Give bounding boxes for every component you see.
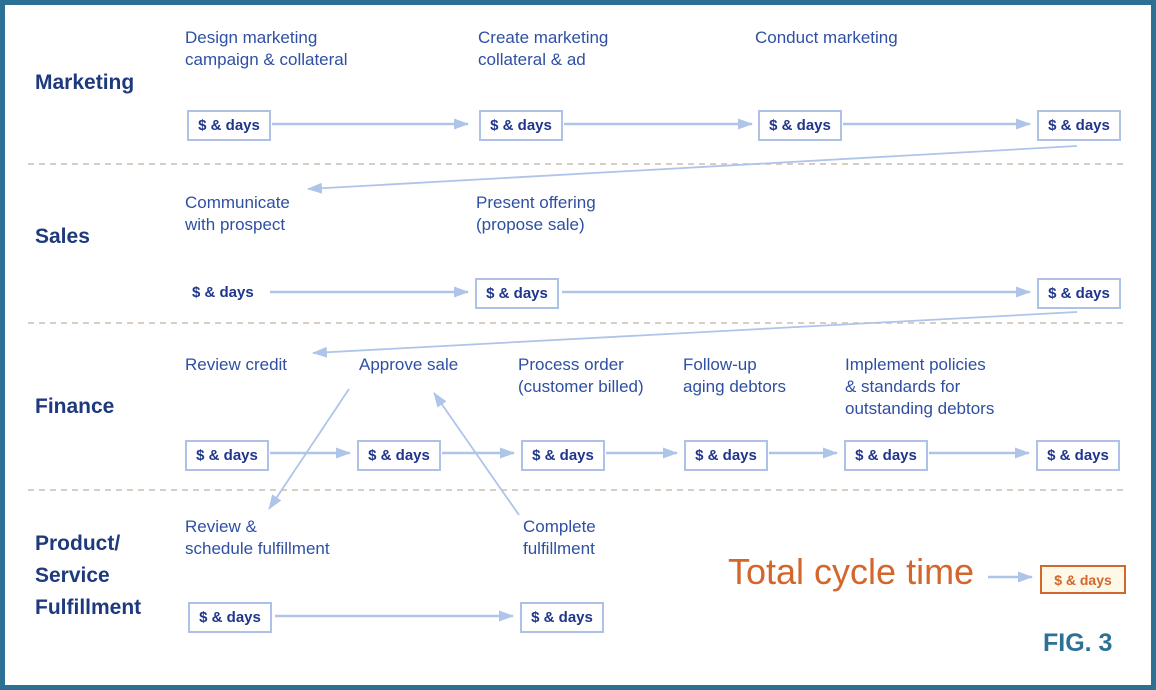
- arrow-marketing-to-sales: [307, 145, 1078, 194]
- lane-label-marketing: Marketing: [35, 71, 135, 94]
- lane-label-sales: Sales: [35, 225, 90, 248]
- figure-label: FIG. 3: [1043, 629, 1113, 657]
- cost-box-marketing-2: $ & days: [479, 110, 563, 141]
- cost-box-marketing-1: $ & days: [187, 110, 271, 141]
- task-process-order: Process order (customer billed): [518, 355, 644, 396]
- cost-box-marketing-3: $ & days: [758, 110, 842, 141]
- task-approve-sale: Approve sale: [359, 355, 459, 374]
- task-review-credit: Review credit: [185, 355, 288, 374]
- task-create-marketing-collateral: Create marketing collateral & ad: [478, 28, 609, 69]
- task-conduct-marketing: Conduct marketing: [755, 28, 898, 47]
- cost-box-finance-4: $ & days: [684, 440, 768, 471]
- cost-box-finance-5: $ & days: [844, 440, 928, 471]
- task-implement-policies: Implement policies & standards for outst…: [845, 355, 995, 418]
- cost-box-sales-total: $ & days: [1037, 278, 1121, 309]
- total-cycle-time-box: $ & days: [1040, 565, 1126, 594]
- task-follow-up-aging-debtors: Follow-up aging debtors: [683, 355, 787, 396]
- cost-box-marketing-total: $ & days: [1037, 110, 1121, 141]
- task-design-marketing-campaign: Design marketing campaign & collateral: [185, 28, 348, 69]
- task-complete-fulfillment: Complete fulfillment: [523, 517, 596, 558]
- cost-box-fulfillment-2: $ & days: [520, 602, 604, 633]
- cost-box-finance-1: $ & days: [185, 440, 269, 471]
- cost-box-finance-total: $ & days: [1036, 440, 1120, 471]
- cost-box-sales-2: $ & days: [475, 278, 559, 309]
- task-present-offering: Present offering (propose sale): [476, 193, 596, 234]
- cost-box-finance-2: $ & days: [357, 440, 441, 471]
- task-review-schedule-fulfillment: Review & schedule fulfillment: [185, 517, 330, 558]
- cost-text-sales-1: $ & days: [192, 284, 254, 301]
- total-cycle-time-label: Total cycle time: [728, 551, 975, 592]
- task-communicate-with-prospect: Communicate with prospect: [185, 193, 290, 234]
- lane-label-finance: Finance: [35, 395, 115, 418]
- lane-label-fulfillment: Product/ Service Fulfillment: [35, 532, 142, 619]
- arrow-sales-to-finance: [312, 311, 1078, 358]
- cost-box-finance-3: $ & days: [521, 440, 605, 471]
- cost-box-fulfillment-1: $ & days: [188, 602, 272, 633]
- arrow-approve-to-fulfillment: [268, 388, 350, 510]
- arrow-fulfillment-to-approve: [433, 392, 520, 516]
